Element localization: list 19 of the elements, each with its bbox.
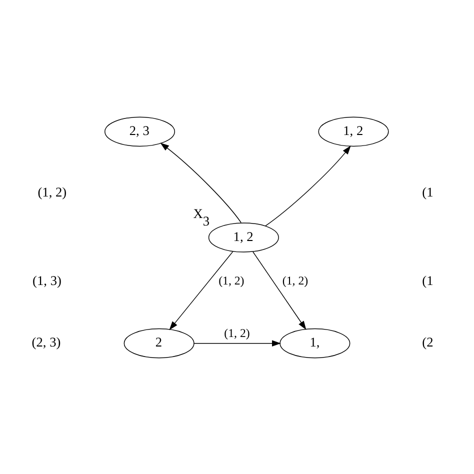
node-ellipse: 2 <box>124 328 194 358</box>
edge-label: (1, 2) <box>218 273 244 288</box>
edge-label: (1, 2) <box>224 326 250 340</box>
label: (2, 3) <box>32 334 61 350</box>
node-ellipse: 1, 2 <box>318 116 389 146</box>
edge-label: (1, 2) <box>282 273 308 288</box>
arrow <box>160 142 242 222</box>
label: (1, 2) <box>38 184 67 199</box>
label: (1 <box>422 184 434 199</box>
arrow <box>265 145 351 226</box>
label: (2 <box>422 334 434 350</box>
label: (1 <box>422 272 434 288</box>
arrow <box>169 250 234 330</box>
label: (1, 3) <box>32 272 62 288</box>
arrow <box>252 251 306 330</box>
arrow <box>194 340 281 346</box>
node-ellipse: 1, 2 <box>208 222 279 252</box>
node-ellipse: 2, 3 <box>104 116 176 146</box>
node-ellipse: 1, <box>280 328 350 358</box>
